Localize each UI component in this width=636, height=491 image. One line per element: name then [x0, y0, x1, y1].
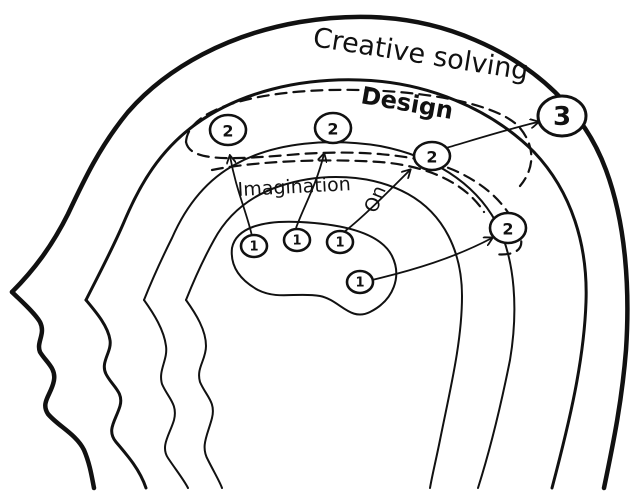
svg-text:2: 2: [426, 148, 437, 167]
label-imagination: Imagination: [237, 173, 351, 201]
node-level1-a: 1: [241, 235, 267, 257]
svg-text:1: 1: [355, 276, 364, 291]
node-level1-c: 1: [327, 231, 353, 253]
svg-text:2: 2: [502, 220, 513, 239]
label-design: Design: [359, 81, 455, 125]
node-level2-a: 2: [210, 115, 246, 145]
svg-text:3: 3: [553, 102, 571, 132]
node-level2-c: 2: [414, 142, 450, 170]
svg-text:2: 2: [222, 122, 233, 141]
node-level1-d: 1: [347, 271, 373, 293]
svg-text:1: 1: [292, 234, 301, 249]
node-level2-d: 2: [490, 213, 526, 243]
head-outline-inner-face: [186, 300, 222, 488]
label-creative-solving: Creative solving: [311, 22, 531, 87]
label-imagination-on: On: [360, 183, 391, 216]
head-outline-outer-face: [12, 292, 94, 488]
svg-text:1: 1: [335, 236, 344, 251]
head-outline-third-face: [144, 300, 188, 488]
head-outline-second-face: [86, 300, 146, 488]
node-level1-b: 1: [284, 229, 310, 251]
node-level2-b: 2: [315, 113, 351, 143]
head-outline-outer: [12, 17, 627, 488]
arrow-1d-to-2d: [372, 238, 492, 280]
svg-text:2: 2: [327, 120, 338, 139]
svg-text:1: 1: [249, 240, 258, 255]
node-level3: 3: [538, 96, 586, 136]
